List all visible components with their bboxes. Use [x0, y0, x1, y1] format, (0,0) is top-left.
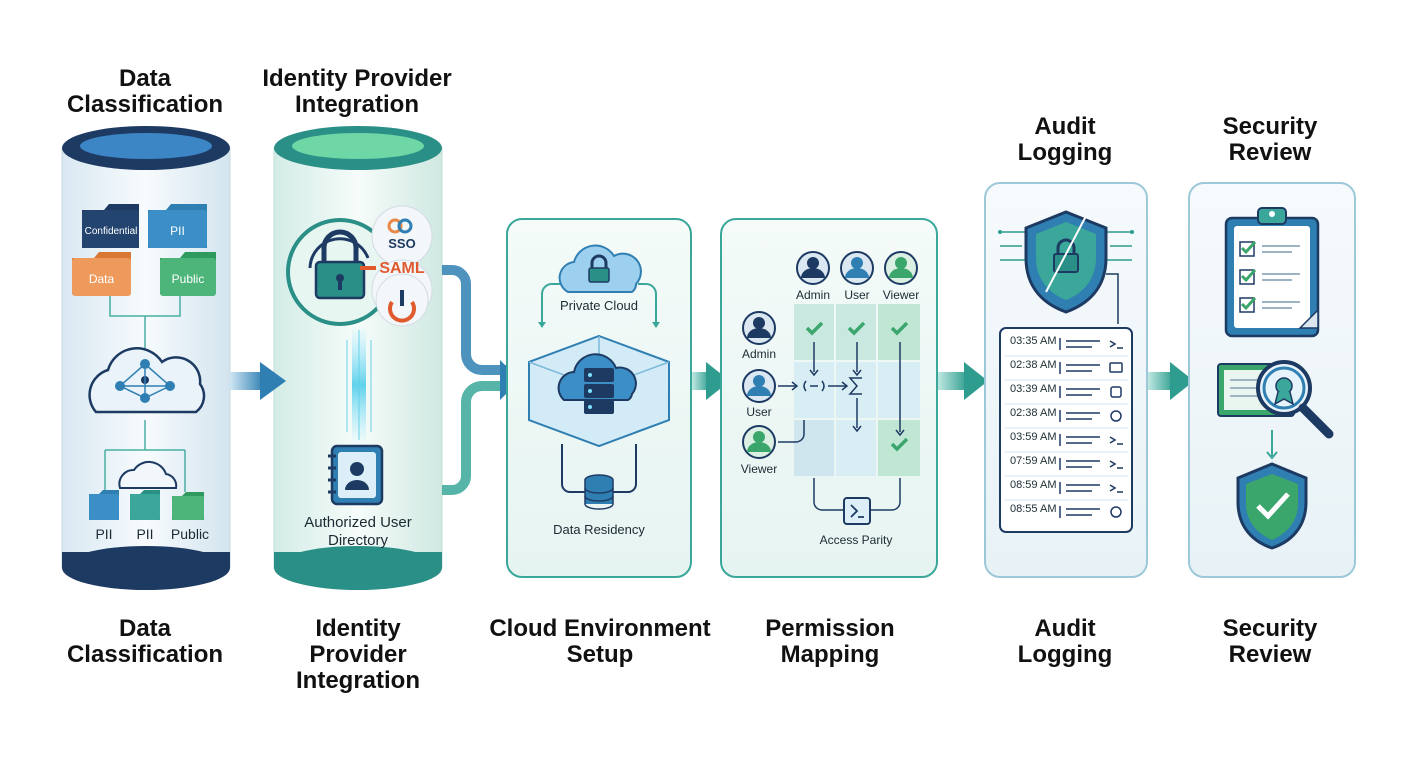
stage-1-top-title: Data Classification	[66, 65, 224, 118]
log-row[interactable]: 03:39 AM	[1004, 380, 1124, 400]
arrow-1-2	[230, 362, 286, 400]
row-label-admin: Admin	[741, 347, 776, 361]
folder-label-pii-2: PII	[136, 526, 154, 542]
network-cloud-icon	[88, 347, 206, 414]
audit-graphic	[998, 210, 1134, 533]
log-time: 07:59 AM	[1010, 455, 1057, 467]
folder-public-bottom	[172, 492, 204, 520]
lock-ring-icon	[286, 218, 394, 326]
avatar-viewer-col	[884, 251, 918, 285]
folder-pii-1	[89, 490, 119, 520]
data-residency-label: Data Residency	[553, 522, 645, 537]
cloud-server-cube-icon	[528, 334, 670, 448]
log-row[interactable]: 08:59 AM	[1004, 476, 1124, 496]
arrow-3-4	[692, 362, 730, 400]
row-label-viewer: Viewer	[740, 462, 778, 476]
avatar-user-row	[742, 369, 776, 403]
log-time: 02:38 AM	[1010, 407, 1057, 419]
log-row[interactable]: 02:38 AM	[1004, 404, 1124, 424]
private-cloud-icon	[558, 244, 642, 293]
stage-3-bottom-title: Cloud Environment Setup	[489, 615, 711, 668]
certificate-magnifier-icon	[1217, 360, 1334, 439]
avatar-viewer-row	[742, 425, 776, 459]
folder-label-public-2: Public	[170, 526, 210, 542]
folder-label-public: Public	[171, 272, 205, 286]
col-label-viewer: Viewer	[882, 288, 920, 302]
sso-label: SSO	[388, 236, 416, 251]
stage-5-bottom-title: Audit Logging	[1017, 615, 1113, 668]
avatar-admin-row	[742, 311, 776, 345]
avatar-admin-col	[796, 251, 830, 285]
log-time: 02:38 AM	[1010, 359, 1057, 371]
folder-label-confidential: Confidential	[84, 226, 138, 237]
avatar-user-col	[840, 251, 874, 285]
cloud-environment-graphic	[528, 244, 670, 510]
log-row[interactable]: 08:55 AM	[1004, 500, 1124, 520]
stage-1-bottom-title: Data Classification	[66, 615, 224, 668]
stage-2-top-title: Identity Provider Integration	[262, 65, 452, 118]
authorized-user-directory-label: Authorized User Directory	[304, 514, 412, 549]
row-label-user: User	[746, 405, 772, 419]
access-parity-label: Access Parity	[819, 533, 893, 547]
saml-label: SAML	[379, 260, 425, 277]
stage-6-top-title: Security Review	[1222, 113, 1318, 166]
col-label-admin: Admin	[795, 288, 830, 302]
folder-label-data: Data	[88, 272, 115, 286]
log-time: 03:35 AM	[1010, 335, 1057, 347]
identity-provider-cylinder	[273, 126, 443, 590]
log-time: 08:59 AM	[1010, 479, 1057, 491]
power-icon	[388, 290, 416, 323]
folder-pii-top	[148, 204, 207, 248]
stage-2-bottom-title: Identity Provider Integration	[296, 615, 420, 694]
stage-6-bottom-title: Security Review	[1222, 615, 1318, 668]
folder-label-pii: PII	[170, 224, 185, 238]
stage-4-bottom-title: Permission Mapping	[765, 615, 895, 668]
log-row[interactable]: 02:38 AM	[1004, 356, 1124, 376]
log-row[interactable]: 03:35 AM	[1004, 332, 1124, 352]
log-row[interactable]: 07:59 AM	[1004, 452, 1124, 472]
folder-label-pii-1: PII	[95, 526, 113, 542]
arrow-5-6	[1148, 362, 1194, 400]
log-time: 08:55 AM	[1010, 503, 1057, 515]
database-icon	[584, 474, 614, 510]
arrow-4-5	[938, 362, 988, 400]
shield-check-icon	[1236, 462, 1308, 550]
permission-matrix-graphic	[742, 251, 920, 525]
stage-5-top-title: Audit Logging	[1017, 113, 1113, 166]
folder-data	[72, 252, 131, 296]
log-time: 03:59 AM	[1010, 431, 1057, 443]
folder-pii-2	[130, 490, 160, 520]
log-row[interactable]: 03:59 AM	[1004, 428, 1124, 448]
shield-lock-icon	[1024, 210, 1108, 314]
log-time: 03:39 AM	[1010, 383, 1057, 395]
security-review-graphic	[1217, 207, 1334, 550]
checklist-clipboard-icon	[1224, 207, 1320, 338]
access-parity-icon	[843, 497, 871, 525]
folder-public-top	[160, 252, 216, 296]
folder-confidential	[82, 204, 139, 248]
log-row-marks	[1004, 338, 1128, 518]
col-label-user: User	[844, 288, 870, 302]
link-icon	[387, 218, 413, 234]
private-cloud-label: Private Cloud	[559, 298, 639, 313]
user-directory-icon	[328, 444, 384, 506]
